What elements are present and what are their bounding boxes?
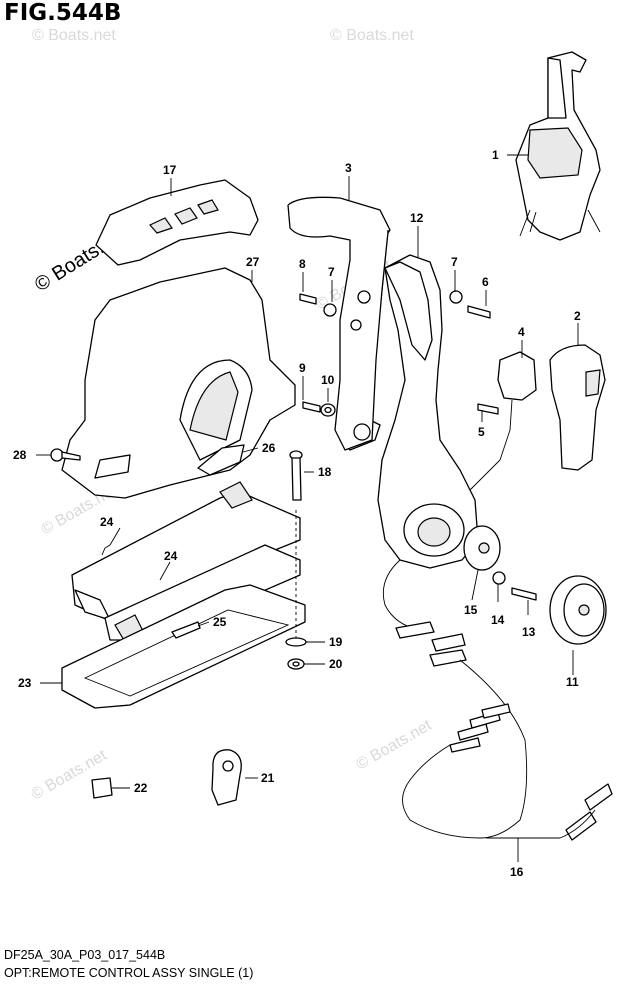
callout-17: 17 xyxy=(163,163,177,177)
figure-code: DF25A_30A_P03_017_544B xyxy=(4,948,166,962)
callout-25: 25 xyxy=(213,615,227,629)
callout-8: 8 xyxy=(299,257,306,271)
part-15-plate xyxy=(463,525,501,571)
part-8-screw xyxy=(299,293,317,305)
part-27-housing xyxy=(61,267,296,499)
callout-19: 19 xyxy=(329,635,343,649)
callout-18: 18 xyxy=(318,465,332,479)
part-7-washer-right xyxy=(449,290,463,304)
part-22-clip xyxy=(91,777,113,799)
part-6-screw xyxy=(467,305,491,319)
part-7-washer-left xyxy=(323,303,337,317)
callout-24-upper: 24 xyxy=(100,515,114,529)
callout-7-right: 7 xyxy=(451,255,458,269)
part-10-washer xyxy=(320,403,336,417)
callout-23: 23 xyxy=(18,676,32,690)
callout-27: 27 xyxy=(246,255,260,269)
part-20-nut xyxy=(287,658,305,670)
callout-15: 15 xyxy=(464,603,478,617)
callout-10: 10 xyxy=(321,373,335,387)
leader-lines xyxy=(36,154,579,862)
part-18-bolt xyxy=(289,450,303,638)
part-3-lever xyxy=(287,196,391,451)
watermark-faint: © Boats.net xyxy=(32,27,116,44)
part-2-grip xyxy=(549,344,606,471)
callout-28: 28 xyxy=(13,448,27,462)
callout-14: 14 xyxy=(491,613,505,627)
part-21-clamp xyxy=(211,749,242,806)
part-14-washer xyxy=(492,571,506,585)
callout-22: 22 xyxy=(134,781,148,795)
callout-12: 12 xyxy=(410,211,424,225)
callout-1: 1 xyxy=(492,148,499,162)
part-26-clip xyxy=(197,444,245,476)
part-19-washer xyxy=(285,637,307,647)
part-12-handle-arm xyxy=(377,254,479,569)
part-9-screw xyxy=(302,401,321,413)
callout-5: 5 xyxy=(478,425,485,439)
callout-6: 6 xyxy=(482,275,489,289)
callout-16: 16 xyxy=(510,865,524,879)
part-1-control-box xyxy=(515,51,601,241)
callout-13: 13 xyxy=(522,625,536,639)
callout-7-left: 7 xyxy=(328,265,335,279)
callout-9: 9 xyxy=(299,361,306,375)
callout-21: 21 xyxy=(261,771,275,785)
callout-11: 11 xyxy=(566,675,579,689)
figure-title: FIG.544B xyxy=(4,0,122,26)
figure-description: OPT:REMOTE CONTROL ASSY SINGLE (1) xyxy=(4,966,254,980)
part-11-knob xyxy=(549,575,607,645)
part-13-screw xyxy=(511,587,537,601)
callout-2: 2 xyxy=(574,309,581,323)
callout-24-lower: 24 xyxy=(164,549,178,563)
part-4-switch xyxy=(469,351,537,491)
watermark-faint: © Boats.net xyxy=(330,27,414,44)
part-25-screw xyxy=(171,621,201,639)
callout-3: 3 xyxy=(345,161,352,175)
part-5-screw xyxy=(477,403,499,415)
callout-20: 20 xyxy=(329,657,343,671)
callout-4: 4 xyxy=(518,325,525,339)
part-16-harness xyxy=(382,559,613,841)
part-17-cover xyxy=(95,179,259,266)
callout-26: 26 xyxy=(262,441,276,455)
